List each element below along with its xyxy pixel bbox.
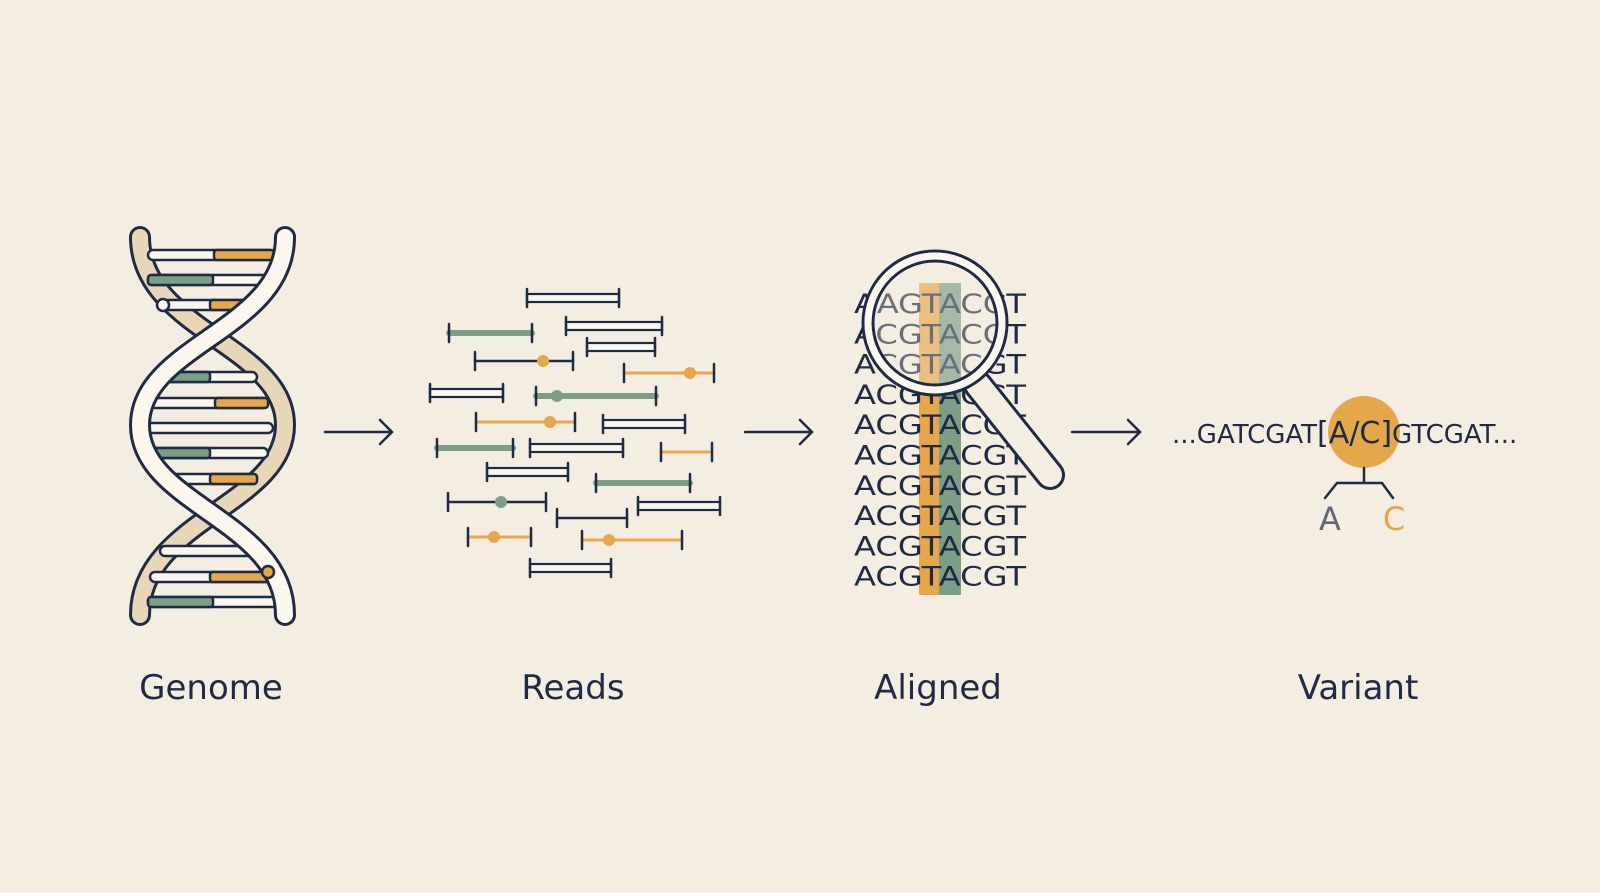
read-segment — [428, 382, 505, 404]
aligned-row: ACGTACGT — [854, 441, 1027, 472]
read-segment — [622, 362, 716, 384]
variant-site: [A/C] — [1317, 416, 1392, 451]
read-segment — [525, 287, 621, 309]
read-segment — [434, 437, 516, 459]
aligned-reads: AAGTACGTACGTACGTACGTACGTACGTACGTACGTACGT… — [854, 283, 1027, 595]
base-pair-rungs — [143, 248, 280, 609]
arrow-right-icon — [743, 418, 814, 446]
aligned-row: ACGTACGT — [854, 471, 1027, 502]
read-segment — [466, 526, 533, 548]
read-segment — [446, 322, 535, 344]
arrow-right-icon — [1070, 418, 1142, 446]
read-segment — [593, 472, 693, 494]
label-genome: Genome — [139, 668, 283, 708]
label-reads: Reads — [521, 668, 624, 708]
label-variant: Variant — [1298, 668, 1419, 708]
svg-text:...GATCGAT[A/C]GTCGAT...: ...GATCGAT[A/C]GTCGAT... — [1172, 416, 1517, 451]
read-segment — [528, 437, 625, 459]
read-segment — [555, 507, 629, 529]
read-segment — [446, 491, 548, 513]
variant-site-marker — [1328, 396, 1400, 468]
aligned-row: ACGTACGT — [854, 531, 1027, 562]
variant-prefix: ...GATCGAT — [1172, 420, 1317, 450]
read-segment — [636, 495, 722, 517]
highlight-column-green — [939, 283, 961, 595]
read-segment — [533, 385, 659, 407]
read-segment — [585, 336, 657, 358]
variant-sequence: ...GATCGAT[A/C]GTCGAT... A C — [1172, 396, 1517, 538]
magnifier-icon — [861, 249, 1065, 490]
read-segment — [580, 529, 684, 551]
read-segment — [601, 413, 687, 435]
label-aligned: Aligned — [874, 668, 1002, 708]
read-segment — [528, 557, 613, 579]
variant-suffix: GTCGAT... — [1392, 420, 1517, 450]
read-segment — [564, 315, 664, 337]
allele-c: C — [1383, 500, 1405, 538]
aligned-row: ACGTACGT — [854, 501, 1027, 532]
read-segment — [659, 441, 714, 463]
aligned-row: ACGTACGT — [854, 562, 1027, 593]
highlight-column-orange — [919, 283, 939, 595]
read-segment — [473, 350, 575, 372]
read-segment — [474, 411, 577, 433]
read-segment — [485, 461, 570, 483]
allele-a: A — [1319, 500, 1341, 538]
dna-helix-icon — [128, 226, 297, 626]
sequencing-reads — [428, 287, 722, 579]
allele-branch — [1323, 466, 1395, 500]
arrow-right-icon — [323, 418, 394, 446]
